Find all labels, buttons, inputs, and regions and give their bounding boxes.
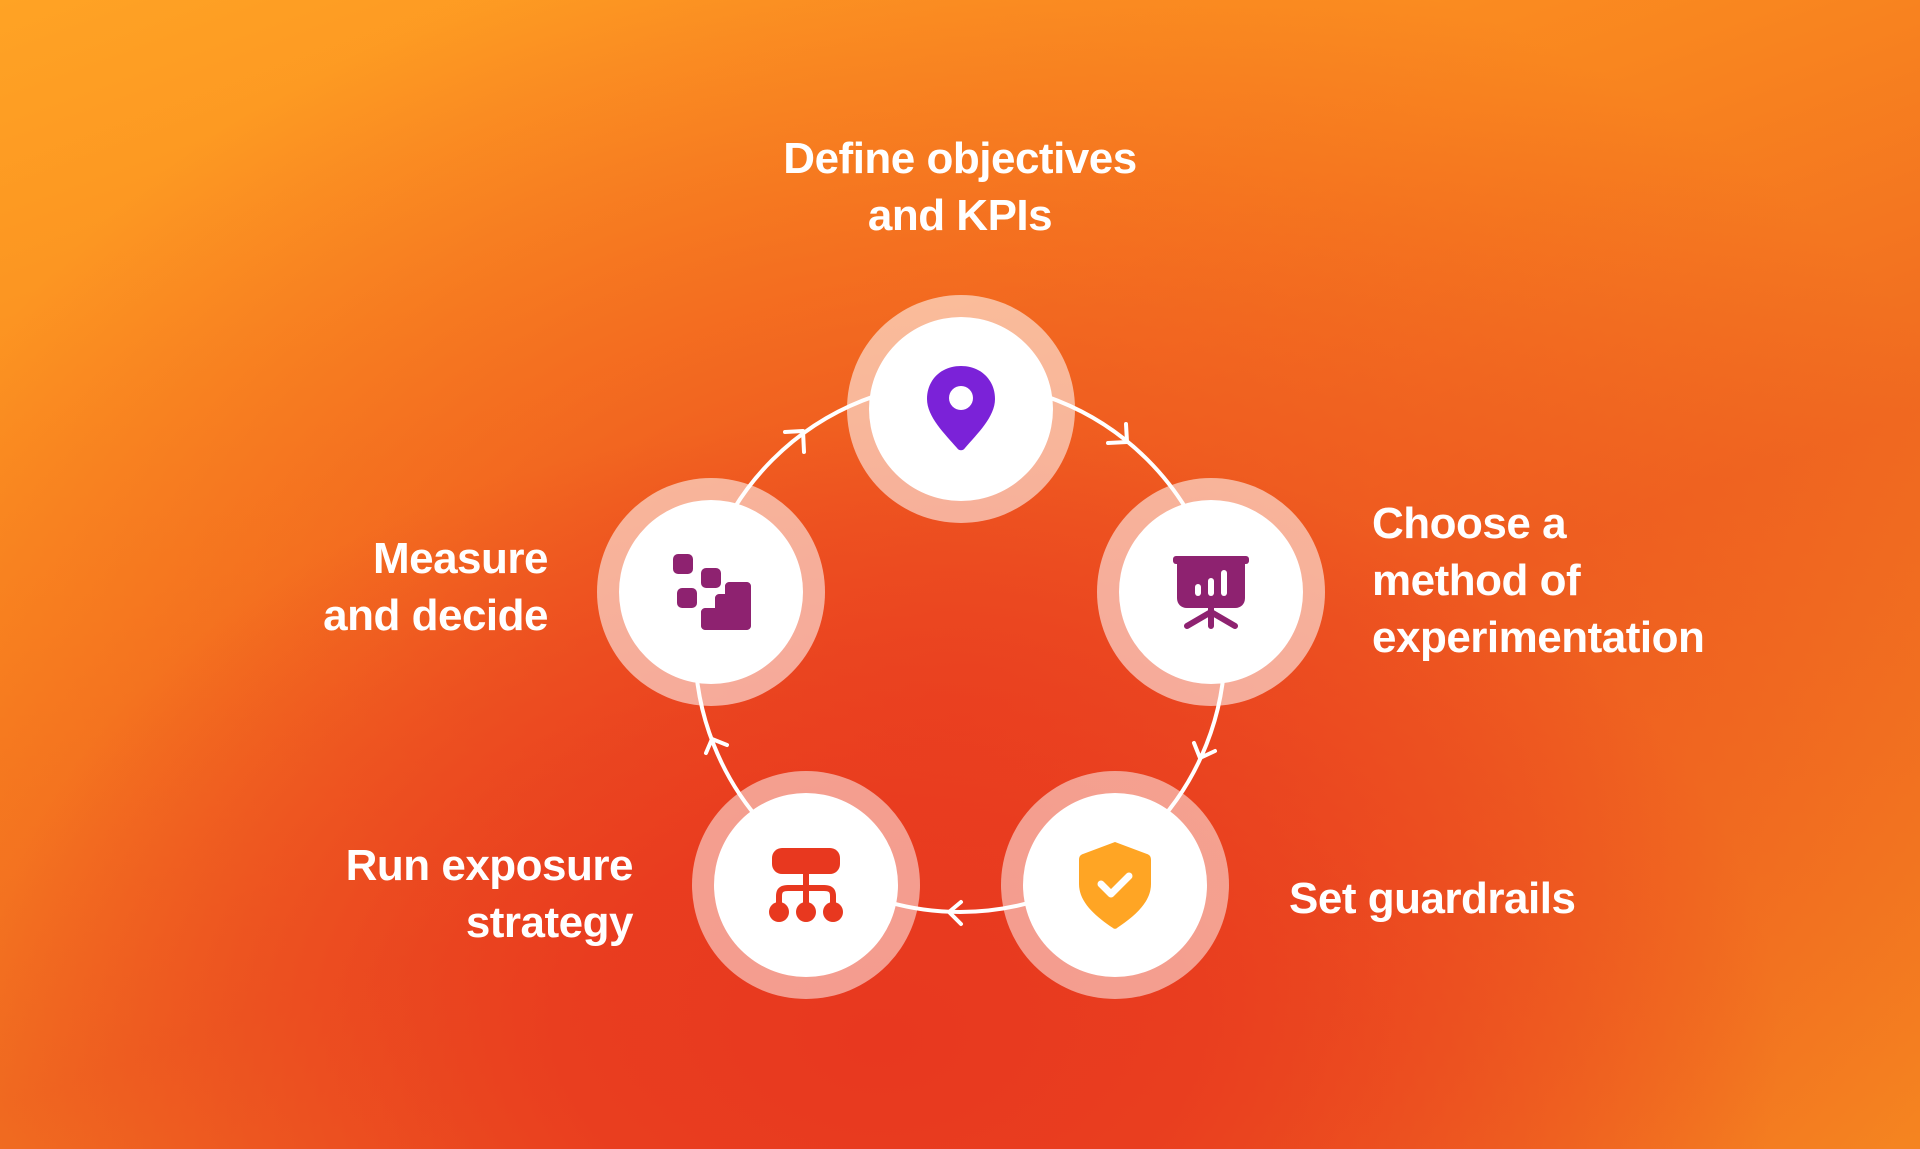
arrow-icon xyxy=(1192,741,1217,760)
label-line: Run exposure xyxy=(345,841,634,890)
steps-blocks-icon xyxy=(673,554,751,630)
step-label-measure: Measure and decide xyxy=(148,530,548,644)
label-line: experimentation xyxy=(1372,613,1705,662)
label-line: Set guardrails xyxy=(1289,874,1576,923)
presentation-board-icon xyxy=(1173,556,1249,629)
label-line: Choose a xyxy=(1372,499,1567,548)
label-line: and decide xyxy=(323,591,548,640)
location-pin-icon xyxy=(927,366,995,451)
arrow-icon xyxy=(783,429,806,454)
hierarchy-network-icon xyxy=(769,848,843,922)
step-node-choose-inner xyxy=(1119,500,1303,684)
step-label-define: Define objectives and KPIs xyxy=(760,130,1160,244)
label-line: strategy xyxy=(465,898,634,947)
label-line: Measure xyxy=(372,534,549,583)
step-node-define xyxy=(847,295,1075,523)
label-line: Define objectives xyxy=(783,134,1137,183)
step-node-guardrails-inner xyxy=(1023,793,1207,977)
step-label-guardrails: Set guardrails xyxy=(1289,870,1576,927)
label-line: method of xyxy=(1372,556,1581,605)
shield-check-icon xyxy=(1079,842,1151,929)
step-node-choose xyxy=(1097,478,1325,706)
arrow-icon xyxy=(1106,422,1129,445)
label-line: and KPIs xyxy=(867,191,1053,240)
step-node-define-inner xyxy=(869,317,1053,501)
step-node-measure-inner xyxy=(619,500,803,684)
step-node-guardrails xyxy=(1001,771,1229,999)
step-node-measure xyxy=(597,478,825,706)
step-node-exposure xyxy=(692,771,920,999)
arrow-icon xyxy=(947,900,963,926)
step-label-exposure: Run exposure strategy xyxy=(233,837,634,951)
step-label-choose: Choose a method of experimentation xyxy=(1372,495,1705,666)
step-node-exposure-inner xyxy=(714,793,898,977)
arrow-icon xyxy=(704,737,729,755)
